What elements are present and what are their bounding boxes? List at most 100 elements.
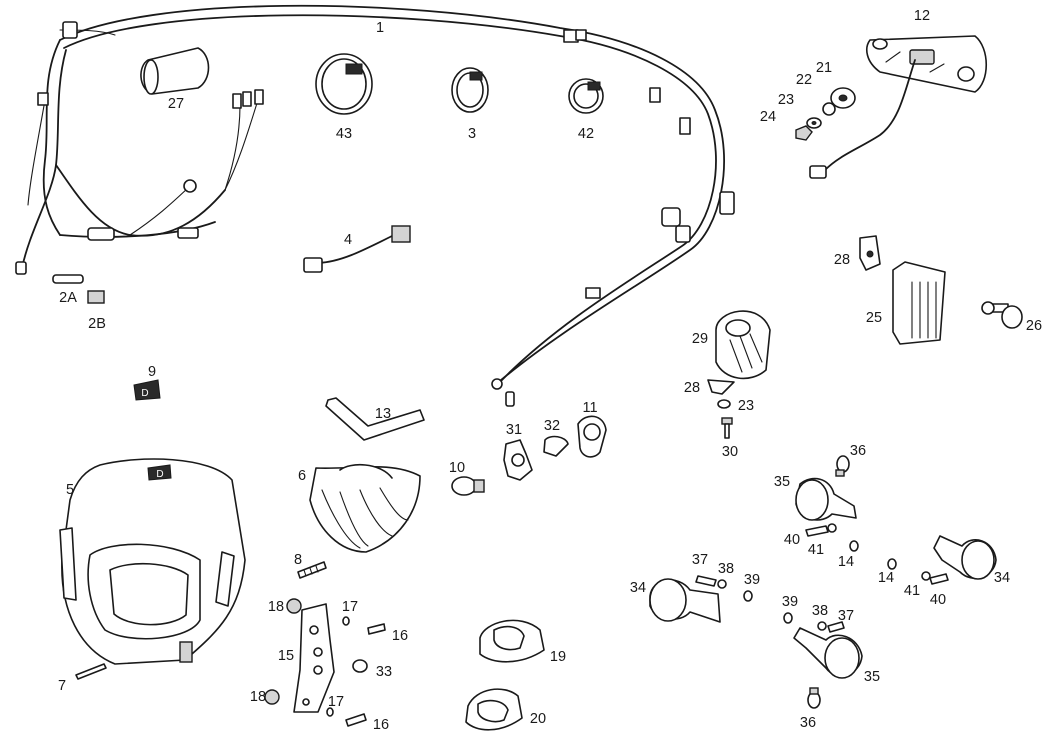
nut-part-39-left [743,590,753,602]
wiring-harness-part-1 [15,4,735,407]
label-13: 13 [375,406,391,422]
nut-part-39-right [783,612,793,624]
grommet-part-11 [577,415,607,458]
washer-part-17-top [342,616,350,626]
cable-clamp-part-42 [568,78,604,114]
label-41-left: 41 [808,542,824,558]
fairing-logo-text: D [156,469,163,480]
bolt-part-16-top [367,623,386,635]
label-30: 30 [722,444,738,460]
label-22: 22 [796,72,812,88]
washer-part-41-right [921,571,931,581]
bolt-part-16-bottom [345,713,367,727]
clip-part-28-top [859,235,881,271]
washer-part-41-left [827,523,837,533]
regulator-part-25 [892,261,946,345]
label-23-top: 23 [778,92,794,108]
indicator-part-34-left [649,578,721,623]
label-28-bottom: 28 [684,380,700,396]
indicator-part-35-bottom [793,627,863,679]
label-15: 15 [278,648,294,664]
label-42: 42 [578,126,594,142]
label-26: 26 [1026,318,1042,334]
label-19: 19 [550,649,566,665]
clip-part-28-bottom [707,379,735,395]
bolt-part-40-right [929,573,949,585]
label-32: 32 [544,418,560,434]
label-37-left: 37 [692,552,708,568]
label-14-right: 14 [878,570,894,586]
label-18-top: 18 [268,599,284,615]
label-33: 33 [376,664,392,680]
label-36-bottom: 36 [800,715,816,731]
decal-logo-text: D [141,388,148,399]
screw-part-7 [75,663,107,680]
label-4: 4 [344,232,352,248]
label-21: 21 [816,60,832,76]
clip-part-32 [543,435,569,457]
label-23-bottom: 23 [738,398,754,414]
label-35-bottom: 35 [864,669,880,685]
label-24: 24 [760,109,776,125]
washer-part-38-right [817,621,827,631]
spacer-part-33 [352,659,368,673]
cable-clamp-part-43 [315,53,373,115]
headlight-fairing-part-5: D [59,458,246,665]
indicator-part-35-top [795,477,857,521]
bolt-part-26 [981,301,1023,329]
nut-part-18-top [286,598,302,614]
part-labels: 1 2A 2B 3 4 5 6 7 8 9 10 11 12 13 14 14 … [58,8,1042,733]
washer-part-23-top [806,117,822,129]
bulb-holder-part-31 [503,439,533,481]
label-39-left: 39 [744,572,760,588]
label-16-bottom: 16 [373,717,389,733]
label-5: 5 [66,482,74,498]
hex-key-part-13 [325,397,425,441]
label-43: 43 [336,126,352,142]
washer-part-17-bottom [326,707,334,717]
nut-part-18-bottom [264,689,280,705]
label-8: 8 [294,552,302,568]
label-39-right: 39 [782,594,798,610]
label-36-top: 36 [850,443,866,459]
label-35-top: 35 [774,474,790,490]
label-34-left: 34 [630,580,646,596]
label-31: 31 [506,422,522,438]
label-16-top: 16 [392,628,408,644]
cable-clamp-part-3 [451,67,489,113]
label-29: 29 [692,331,708,347]
label-1: 1 [376,20,384,36]
lead-part-4 [303,225,411,273]
label-7: 7 [58,678,66,694]
nut-part-14-left [849,540,859,552]
label-2b: 2B [88,316,106,332]
bulb-part-36-top [835,455,850,477]
label-38-left: 38 [718,561,734,577]
label-2a: 2A [59,290,77,306]
indicator-part-34-right [933,535,997,580]
washer-part-23-bottom [717,399,731,409]
bulb-part-36-bottom [807,687,821,709]
switch-part-20 [465,688,523,731]
label-28-top: 28 [834,252,850,268]
label-11: 11 [582,400,597,416]
fuse-part-2a [52,274,84,284]
label-40-left: 40 [784,532,800,548]
label-9: 9 [148,364,156,380]
label-37-right: 37 [838,608,854,624]
licence-plate-light-part-12 [809,35,987,179]
nut-part-14-right [887,558,897,570]
label-12: 12 [914,8,930,24]
label-41-right: 41 [904,583,920,599]
headlight-part-6 [309,463,421,553]
grommet-part-21 [830,87,856,109]
label-14-left: 14 [838,554,854,570]
screw-part-30 [721,417,733,439]
bolt-part-37-right [827,621,845,633]
decal-part-9: D [133,379,161,401]
label-20: 20 [530,711,546,727]
switch-part-19 [479,619,545,663]
label-25: 25 [866,310,882,326]
fuse-part-2b [87,290,105,304]
